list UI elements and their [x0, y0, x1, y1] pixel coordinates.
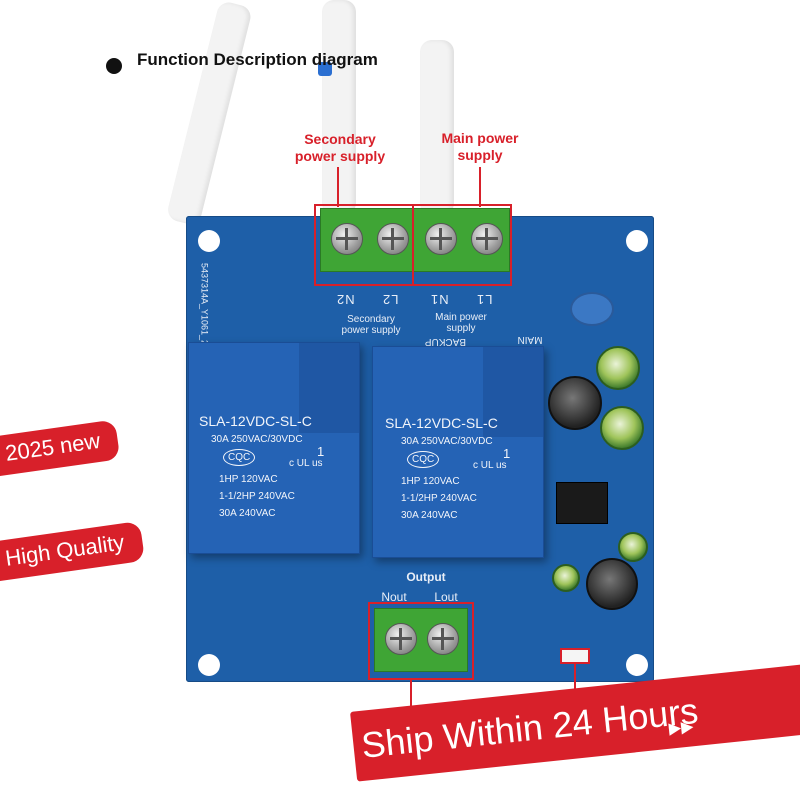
main-supply-highlight	[412, 204, 512, 286]
screw-n2	[331, 223, 363, 255]
relay-left: SLA-12VDC-SL-C 30A 250VAC/30VDC CQC c UL…	[188, 342, 360, 554]
electrolytic-capacitor-3	[618, 532, 648, 562]
silk-secondary-supply: Secondary power supply	[341, 314, 401, 336]
screw-lout	[427, 623, 459, 655]
screw-n1	[425, 223, 457, 255]
silk-main: MAIN	[517, 334, 543, 345]
silk-n1: N1	[430, 292, 449, 307]
relay-right-ul-num: 1	[503, 446, 511, 461]
screw-nout	[385, 623, 417, 655]
pcb-board: 5437314A_Y1061_2505 N2 L2 N1 L1 Secondar…	[186, 204, 654, 734]
main-supply-label: Main power supply	[441, 130, 519, 163]
relay-right-cap	[483, 347, 543, 437]
silk-n2: N2	[336, 292, 355, 307]
silk-l1: L1	[476, 292, 493, 307]
relay-left-cap	[299, 343, 359, 433]
secondary-supply-label: Secondary power supply	[294, 131, 386, 164]
page-title: Function Description diagram	[137, 50, 378, 69]
white-wire-main	[420, 40, 454, 215]
ic-chip	[556, 482, 608, 524]
secondary-supply-highlight	[314, 204, 414, 286]
silk-l2: L2	[382, 292, 399, 307]
white-wire-secondary	[322, 0, 356, 215]
electrolytic-capacitor-4	[552, 564, 580, 592]
relay-left-cqc: CQC	[223, 449, 256, 466]
badge-2025-new: 2025 new	[0, 419, 121, 480]
mount-hole-bl	[198, 654, 220, 676]
silk-main-supply: Main power supply	[435, 312, 487, 334]
relay-right: SLA-12VDC-SL-C 30A 250VAC/30VDC CQC c UL…	[372, 346, 544, 558]
secondary-lead-line	[337, 167, 339, 207]
double-arrow-icon: ▶▶	[668, 718, 695, 738]
relay-right-ul: c UL us	[473, 460, 507, 471]
relay-left-hp2: 1-1/2HP 240VAC	[219, 491, 295, 502]
electrolytic-capacitor-1	[596, 346, 640, 390]
inductor-2	[586, 558, 638, 610]
mount-hole-tr	[626, 230, 648, 252]
inductor-1	[548, 376, 602, 430]
mount-hole-br	[626, 654, 648, 676]
blue-wire-tip	[318, 62, 332, 76]
relay-left-rating: 30A 250VAC/30VDC	[211, 434, 303, 445]
mount-hole-tl	[198, 230, 220, 252]
relay-left-model: SLA-12VDC-SL-C	[199, 413, 312, 429]
title-bullet	[106, 58, 122, 74]
relay-right-hp1: 1HP 120VAC	[401, 476, 460, 487]
input-terminal-block	[320, 208, 510, 272]
silk-lout: Lout	[434, 590, 458, 604]
blue-ceramic-capacitor	[570, 292, 614, 326]
relay-left-ul: c UL us	[289, 458, 323, 469]
badge-high-quality: High Quality	[0, 521, 145, 585]
relay-left-amp: 30A 240VAC	[219, 508, 276, 519]
output-highlight	[368, 602, 474, 680]
screw-l2	[377, 223, 409, 255]
relay-right-amp: 30A 240VAC	[401, 510, 458, 521]
main-lead-line	[479, 167, 481, 207]
white-wire-left	[165, 0, 253, 227]
silk-nout: Nout	[381, 590, 407, 604]
electrolytic-capacitor-2	[600, 406, 644, 450]
relay-left-hp1: 1HP 120VAC	[219, 474, 278, 485]
screw-l1	[471, 223, 503, 255]
relay-right-hp2: 1-1/2HP 240VAC	[401, 493, 477, 504]
silk-output: Output	[406, 570, 446, 584]
output-terminal-block	[374, 608, 468, 672]
relay-right-rating: 30A 250VAC/30VDC	[401, 436, 493, 447]
relay-right-model: SLA-12VDC-SL-C	[385, 415, 498, 431]
relay-right-cqc: CQC	[407, 451, 440, 468]
relay-left-ul-num: 1	[317, 444, 325, 459]
